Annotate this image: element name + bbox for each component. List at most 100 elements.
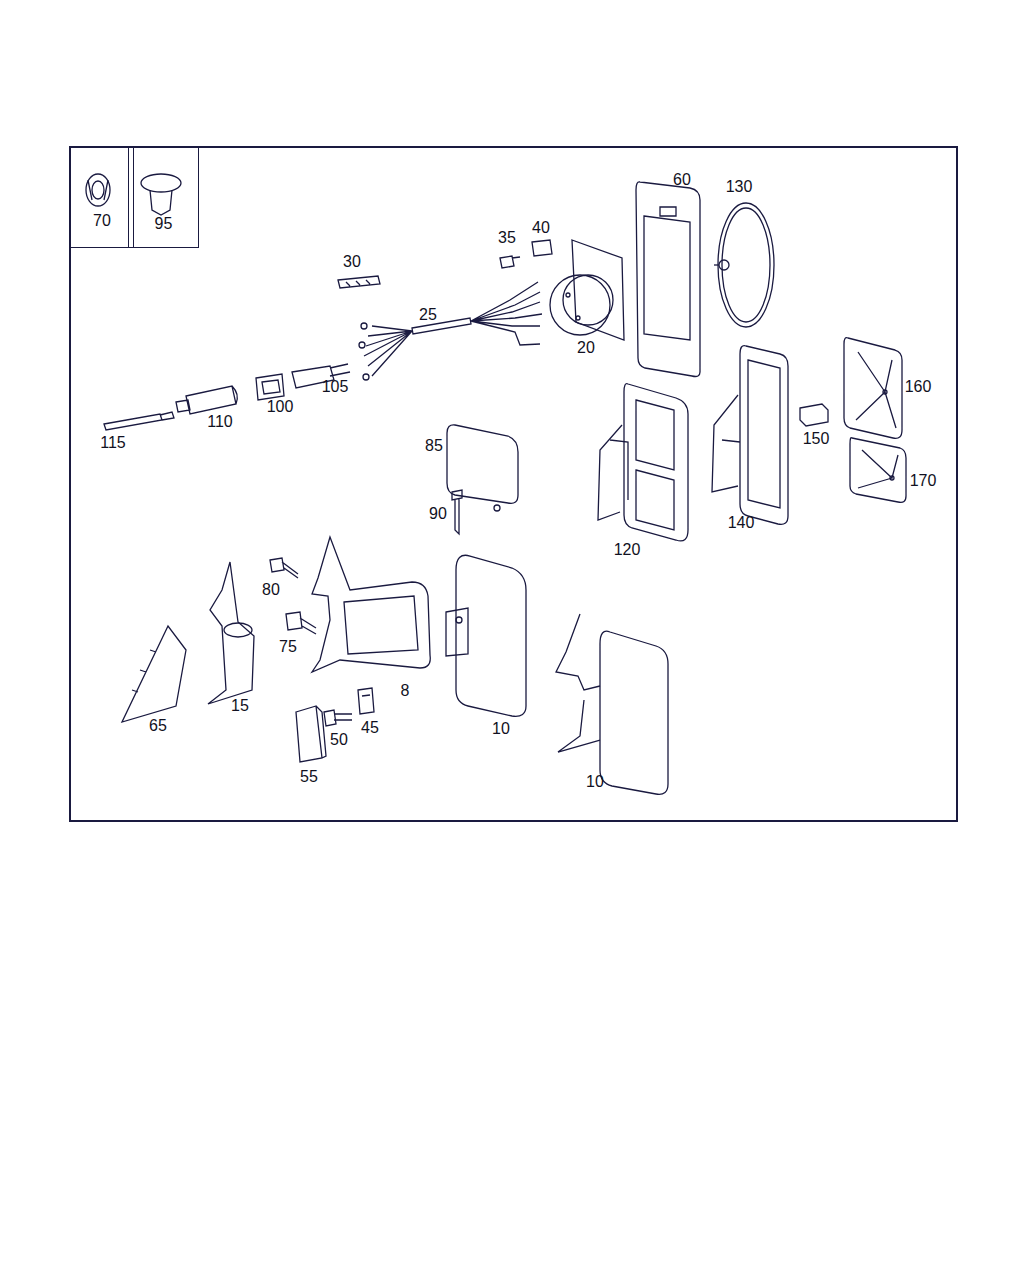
callout-number: 10 — [586, 774, 604, 790]
grommet-ribs — [88, 180, 108, 200]
callout-number: 75 — [279, 639, 297, 655]
glass-inner — [644, 216, 690, 340]
connector-plug — [500, 256, 520, 268]
harness-wires — [471, 282, 542, 345]
mirror-arm — [312, 537, 430, 672]
socket — [256, 374, 284, 400]
callout-number: 110 — [207, 414, 233, 430]
motor-body — [550, 275, 610, 335]
cover-pin — [494, 505, 500, 511]
screw — [452, 490, 462, 534]
glass-panels — [636, 400, 674, 530]
callout-number: 130 — [726, 179, 753, 195]
callout-number: 55 — [300, 769, 318, 785]
glass — [748, 360, 780, 508]
wire-end — [363, 374, 369, 380]
callout-number: 20 — [577, 340, 595, 356]
mirror-glass — [636, 182, 700, 377]
callout-number: 160 — [905, 379, 932, 395]
mirror-glass-wide — [850, 438, 906, 503]
callout-number: 10 — [492, 721, 510, 737]
mirror-base — [208, 562, 254, 704]
round-mirror-knob — [719, 260, 729, 270]
glass-dot — [890, 476, 894, 480]
callout-number: 105 — [322, 379, 349, 395]
callout-number: 140 — [728, 515, 755, 531]
mirror-complete-bracket — [556, 614, 600, 752]
callout-number: 120 — [614, 542, 641, 558]
callout-number: 150 — [803, 431, 830, 447]
grommet-outer — [86, 174, 110, 206]
inset-cell: 70 — [70, 147, 134, 248]
frame — [70, 147, 957, 821]
mount-hole — [456, 617, 462, 623]
motor-hole — [576, 316, 580, 320]
motor — [550, 240, 624, 340]
callout-number: 35 — [498, 230, 516, 246]
callout-number: 95 — [129, 215, 198, 233]
callout-number: 115 — [100, 435, 126, 451]
screw — [324, 710, 352, 726]
callout-number: 170 — [910, 473, 937, 489]
bolt — [286, 612, 316, 634]
motor-ring — [563, 275, 613, 325]
callout-number: 65 — [149, 718, 167, 734]
arm-outline — [312, 537, 430, 672]
mirror-assembly-120 — [598, 384, 688, 541]
clip-cap — [141, 174, 181, 192]
mirror-housing — [456, 555, 526, 716]
callout-number: 45 — [361, 720, 379, 736]
bolt — [270, 558, 298, 578]
bracket-55 — [296, 706, 326, 762]
connector-housing — [532, 240, 552, 256]
callout-number: 25 — [419, 307, 437, 323]
inset-cell: 95 — [128, 147, 199, 248]
callout-number: 90 — [429, 506, 447, 522]
callout-number: 50 — [330, 732, 348, 748]
plug-housing — [176, 386, 237, 414]
callout-number: 70 — [71, 212, 133, 230]
harness-wires — [364, 326, 412, 376]
housing-mount — [446, 608, 468, 656]
callout-number: 30 — [343, 254, 361, 270]
callout-number: 85 — [425, 438, 443, 454]
callout-number: 8 — [401, 683, 410, 699]
wire-harness — [359, 282, 542, 380]
motor-plate — [572, 240, 624, 340]
glass-outline — [636, 182, 700, 377]
callout-number: 40 — [532, 220, 550, 236]
clip — [141, 174, 181, 215]
bracket — [598, 425, 628, 520]
callout-number: 60 — [673, 172, 691, 188]
round-mirror — [714, 203, 774, 327]
round-mirror-rim — [718, 203, 774, 327]
mirror-cover — [447, 425, 518, 503]
mirror-assembly-140 — [712, 346, 788, 525]
housing — [740, 346, 788, 525]
bracket — [712, 395, 740, 492]
pin-contact — [104, 412, 174, 430]
base-hole — [224, 623, 252, 637]
mirror-complete — [600, 631, 668, 794]
glass-tab — [660, 207, 676, 216]
wire-end — [361, 323, 367, 329]
glass-dot — [883, 390, 887, 394]
arm-inner — [344, 596, 418, 654]
motor-hole — [566, 293, 570, 297]
housing — [624, 384, 688, 541]
callout-number: 80 — [262, 582, 280, 598]
contact-strip — [338, 276, 380, 288]
wire-end — [359, 342, 365, 348]
callout-number: 15 — [231, 698, 249, 714]
clip-150 — [800, 404, 828, 426]
mirror-glass-main — [844, 338, 902, 439]
grommet — [86, 174, 110, 206]
round-mirror-stud — [714, 264, 719, 265]
grommet-inner — [92, 181, 104, 199]
nut-clip — [358, 688, 374, 714]
clip-legs — [150, 190, 172, 215]
trim-cover — [122, 626, 186, 722]
callout-number: 100 — [267, 399, 294, 415]
